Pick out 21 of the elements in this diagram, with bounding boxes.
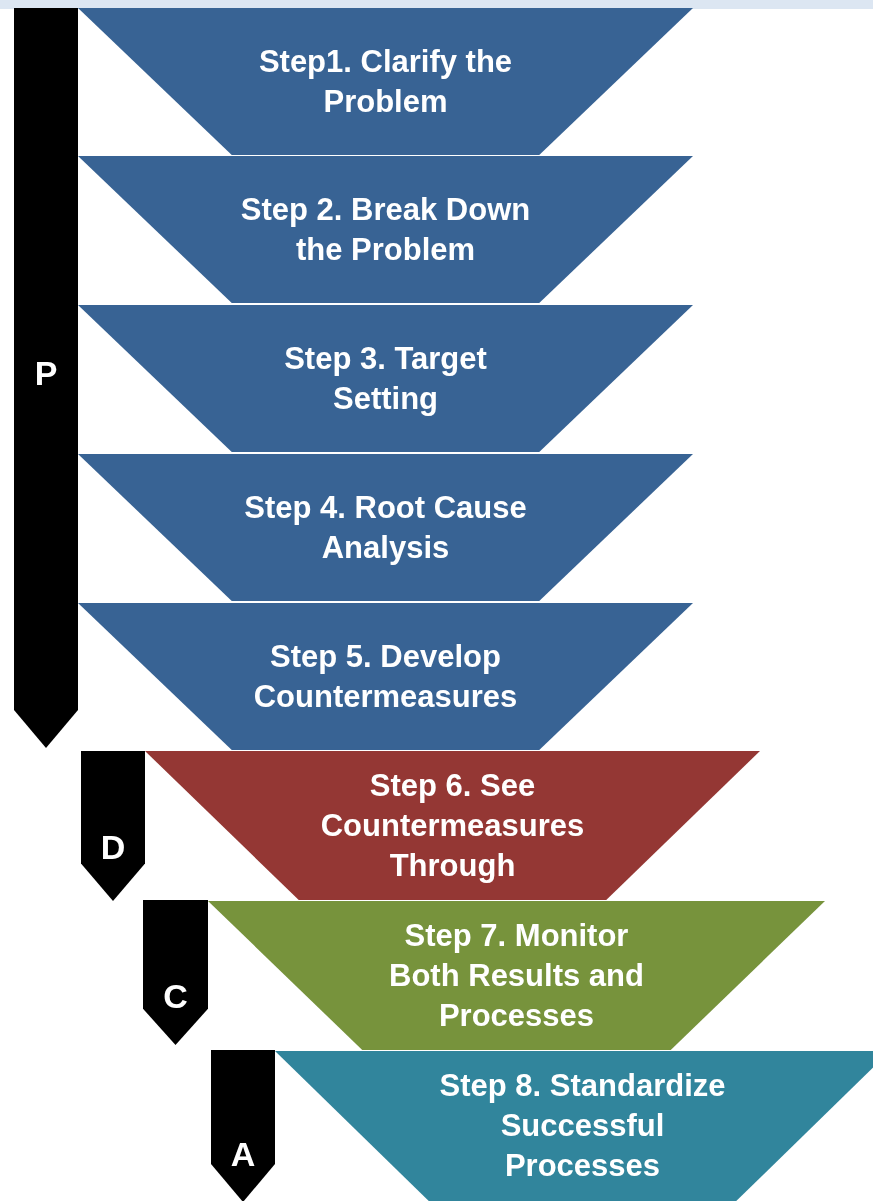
step-label: Step 2. Break Down the Problem: [239, 190, 532, 269]
phase-letter: C: [162, 976, 189, 1016]
step-label: Step 5. Develop Countermeasures: [252, 637, 519, 716]
funnel-step-shape: [78, 603, 693, 750]
phase-letter: D: [99, 827, 127, 867]
funnel-step-shape: [78, 8, 693, 155]
step-label: Step1. Clarify the Problem: [257, 42, 514, 121]
funnel-step-shape: [145, 751, 760, 900]
step-label: Step 6. See Countermeasures Through: [319, 766, 586, 885]
funnel-step-shape: [275, 1051, 873, 1201]
phase-marker-bar: [14, 8, 78, 748]
step-label: Step 8. Standardize Successful Processes: [438, 1067, 727, 1185]
step-label: Step 7. Monitor Both Results and Processes: [388, 916, 645, 1035]
step-label: Step 4. Root Cause Analysis: [243, 488, 528, 567]
funnel-step-shape: [208, 901, 825, 1050]
funnel-step-shape: [78, 454, 693, 601]
phase-letter: P: [33, 353, 59, 393]
step-label: Step 3. Target Setting: [283, 339, 488, 418]
funnel-step-shape: [78, 156, 693, 303]
phase-letter: A: [229, 1134, 257, 1174]
funnel-step-shape: [78, 305, 693, 452]
